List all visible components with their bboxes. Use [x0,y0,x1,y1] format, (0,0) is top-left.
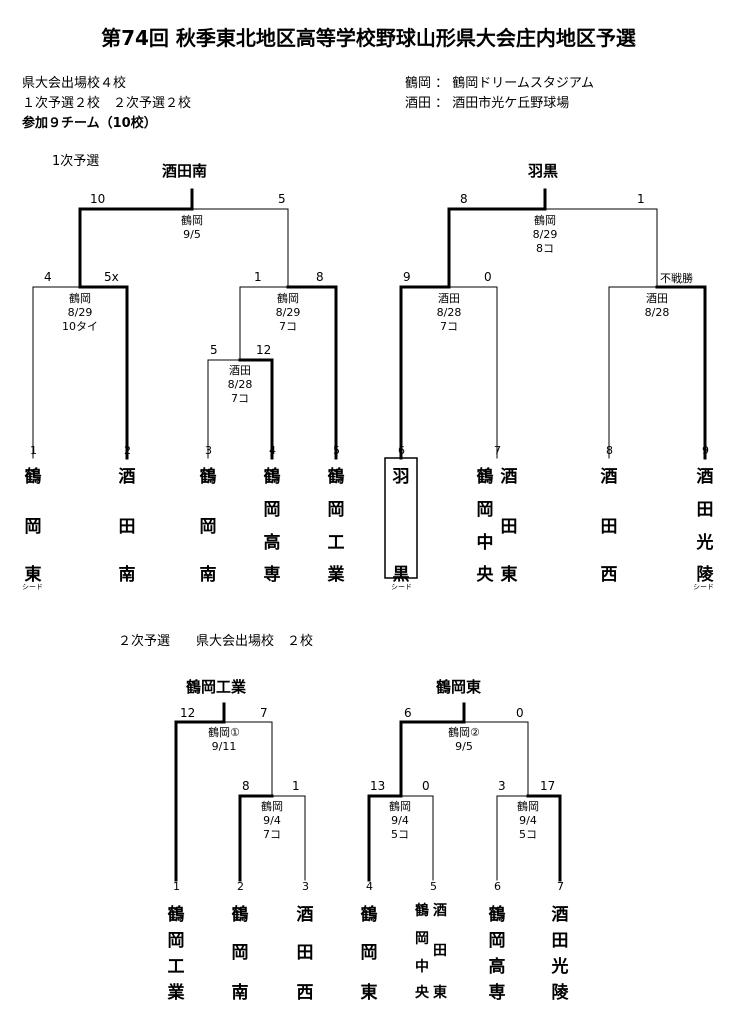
info-qualifiers: 県大会出場校４校 [22,76,127,91]
entry-number: 6 [494,880,501,893]
score-b-left: 8 [460,192,468,206]
page-title: 第74回 秋季東北地区高等学校野球山形県大会庄内地区予選 [101,26,636,50]
entry-number: 2 [124,444,131,457]
score-c-right: 5x [104,270,119,284]
round1-heading: 1次予選 [52,154,100,169]
score2-b-left: 6 [404,706,412,720]
entry-number: 6 [398,444,405,457]
score-e-right: 12 [256,343,272,357]
info-venue-sakata: 酒田 ： 酒田市光ケ丘野球場 [405,96,570,111]
round2-heading: ２次予選 県大会出場校 ２校 [118,634,314,649]
info-venue-tsuruoka: 鶴岡 ： 鶴岡ドリームスタジアム [405,76,594,91]
entry-number: 7 [557,880,564,893]
round2-winner-left: 鶴岡工業 [186,678,247,696]
score-g-right: 不戦勝 [660,272,693,285]
seed-label: シード [693,583,714,591]
score2-a-right: 7 [260,706,268,720]
entry-number: 1 [173,880,180,893]
round1-winner-left: 酒田南 [162,162,208,180]
score-d-right: 8 [316,270,324,284]
score2-d-right: 0 [422,779,430,793]
score2-b-right: 0 [516,706,524,720]
score2-e-left: 3 [498,779,506,793]
entry-number: 4 [366,880,373,893]
entry-number: 7 [494,444,501,457]
info-participants: 参加９チーム（10校） [22,116,157,131]
entry-number: 9 [702,444,709,457]
score-e-left: 5 [210,343,218,357]
score-f-left: 9 [403,270,411,284]
score2-e-right: 17 [540,779,556,793]
entry-number: 8 [606,444,613,457]
score2-c-right: 1 [292,779,300,793]
score-c-left: 4 [44,270,52,284]
entry-number: 1 [30,444,37,457]
score-d-left: 1 [254,270,262,284]
entry-number: 3 [205,444,212,457]
score2-c-left: 8 [242,779,250,793]
score2-d-left: 13 [370,779,386,793]
score-a-right: 5 [278,192,286,206]
score-b-right: 1 [637,192,645,206]
round2-winner-right: 鶴岡東 [436,678,482,696]
score2-a-left: 12 [180,706,196,720]
entry-number: 4 [269,444,276,457]
score-f-right: 0 [484,270,492,284]
round1-winner-right: 羽黒 [528,162,559,180]
score-a-left: 10 [90,192,106,206]
seed-label: シード [22,583,43,591]
entry-number: 3 [302,880,309,893]
seed-label: シード [391,583,412,591]
entry-number: 5 [430,880,437,893]
entry-number: 5 [333,444,340,457]
info-split: １次予選２校 ２次予選２校 [22,96,192,111]
entry-number: 2 [237,880,244,893]
